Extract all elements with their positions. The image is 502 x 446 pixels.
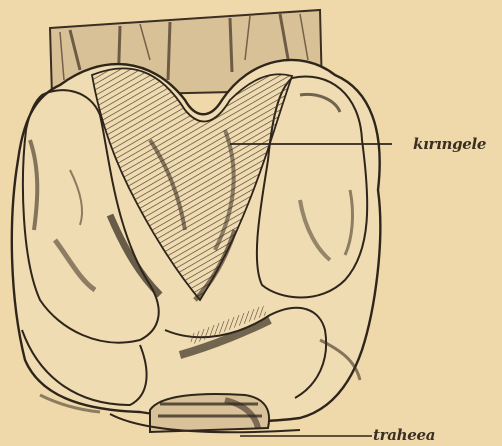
label-trachea: traheea <box>373 426 435 444</box>
label-kirongele: kırıngele <box>413 135 486 153</box>
